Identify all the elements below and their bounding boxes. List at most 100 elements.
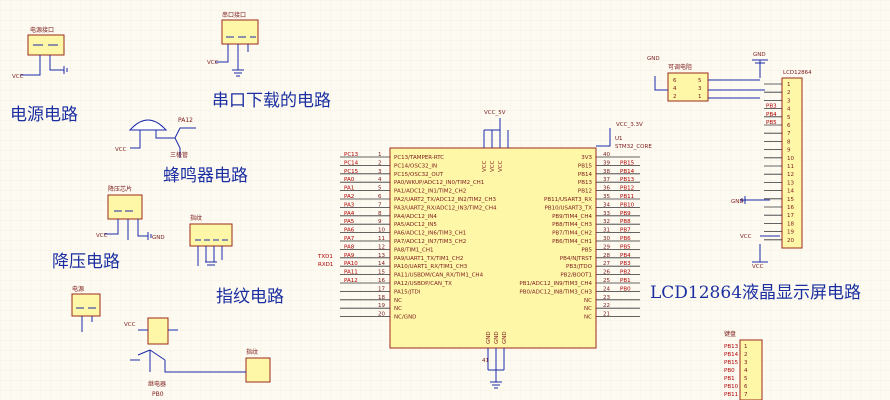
mcu-left-pin-num: 16 (378, 278, 385, 284)
keypad-net: PB0 (724, 368, 735, 374)
mcu-left-pin-net: PA6 (344, 228, 355, 234)
mcu-left-pin-net: PA12 (344, 278, 358, 284)
serial-vcc-label: VCC (207, 60, 219, 66)
keypad-net: PB13 (724, 344, 739, 350)
mcu-top-pin-fn: VCC (498, 160, 504, 172)
mcu-bottom-pin-fn: GND (494, 331, 500, 344)
mcu-right-pin-net: PB3 (620, 261, 631, 267)
pot-pin-1: 1 (698, 94, 702, 100)
lcd-circuit-caption: LCD12864液晶显示屏电路 (650, 283, 861, 303)
power-vcc-label: VCC (12, 74, 24, 80)
mcu-right-pin-net: PB8 (620, 219, 631, 225)
mcu-right-pin-fn: PB4/NJTRST (560, 256, 593, 262)
mcu-right-pin-num: 38 (603, 169, 610, 175)
mcu-left-pin-num: 3 (378, 169, 382, 175)
lcd-vcc-label: VCC (740, 234, 752, 240)
mcu-right-pin-fn: PB6/TIM4_CH1 (552, 239, 592, 245)
txd-net: TXD1 (317, 254, 333, 260)
mcu-right-pin-fn: PB7/TIM4_CH2 (552, 231, 592, 237)
mcu-right-pin-num: 36 (603, 186, 610, 192)
mcu-left-pin-fn: PA15/JTDI (394, 289, 421, 295)
lcd-pin-net: PB5 (766, 120, 777, 126)
pot-gnd-label: GND (647, 56, 660, 62)
keypad-label: 键盘 (724, 330, 736, 338)
lcd-gnd-mid: GND (731, 199, 744, 205)
mcu-right-pin-num: 21 (603, 312, 610, 318)
stepdown-connector-body (107, 194, 143, 220)
stepdown-circuit: 降压芯片 VCC GND 降压电路 (52, 185, 165, 272)
mcu-right-pin-fn: PB2/BOOT1 (560, 273, 592, 279)
mcu-right-pin-fn: PB14 (578, 172, 593, 178)
lcd-pin-num: 19 (787, 230, 794, 236)
serial-circuit-caption: 串口下载的电路 (212, 91, 331, 111)
mcu-right-pin-num: 23 (603, 295, 610, 301)
mcu-left-pin-fn: PA12/USBDP/CAN_TX (394, 281, 452, 287)
mcu-left-pin-net: PA10 (344, 261, 358, 267)
mcu-right-pin-num: 34 (603, 202, 610, 208)
mcu-3v3-label: VCC_3.3V (616, 122, 643, 128)
mcu-left-pin-num: 11 (378, 236, 385, 242)
pot-pin-6: 6 (673, 78, 677, 84)
mcu-left-pin-fn: NC/GND (394, 315, 416, 321)
mcu-right-pin-fn: PB12 (578, 189, 592, 195)
power-circuit-caption: 电源电路 (10, 105, 78, 125)
fingerprint-circuit: 指纹 指纹电路 (189, 214, 284, 307)
pot-pin-2: 2 (673, 94, 677, 100)
mcu-top-pin-fn: VCC (490, 160, 496, 172)
buzzer-transistor-label: 三极管 (170, 151, 188, 159)
mcu-right-pin-fn: PB5 (581, 247, 592, 253)
mcu-right-pin-net: PB7 (620, 228, 631, 234)
buzzer-circuit-caption: 蜂鸣器电路 (163, 166, 248, 186)
lcd-pin-num: 10 (787, 156, 794, 162)
mcu-right-pin-num: 26 (603, 270, 610, 276)
mcu-right-pin-num: 37 (603, 177, 610, 183)
mcu-left-pin-net: PA11 (344, 270, 358, 276)
mcu-left-pin-net: PA0 (344, 177, 355, 183)
lcd-pin-num: 12 (787, 172, 794, 178)
mcu-left-pin-fn: PA10/UART1_RX/TIM1_CH3 (394, 264, 468, 270)
mcu-right-pin-net: PB9 (620, 211, 631, 217)
mcu-part: STM32_CORE (615, 144, 652, 150)
stepdown-connector-label: 降压芯片 (108, 185, 132, 193)
power-connector-label: 电源接口 (30, 26, 54, 34)
mcu-body (389, 147, 597, 349)
mcu-left-pin-net: PA8 (344, 244, 355, 250)
lcd-pin-num: 20 (787, 238, 794, 244)
mcu-left-pin-fn: NC (394, 298, 402, 304)
mcu-left-pin-fn: PC15/OSC32_OUT (394, 172, 444, 178)
mcu-right-pin-net: PB6 (620, 236, 631, 242)
mcu-right-pin-net: PB10 (620, 202, 635, 208)
lcd-pin-num: 14 (787, 189, 794, 195)
mcu-left-pin-num: 15 (378, 270, 385, 276)
mcu-left-pin-net: PA2 (344, 194, 354, 200)
mcu-right-pin-fn: PB8/TIM4_CH3 (552, 222, 592, 228)
mcu-left-pin-net: PC13 (344, 152, 359, 158)
keypad-pin-num: 2 (744, 352, 748, 358)
relay-pin: PB0 (152, 391, 164, 398)
fingerprint-connector-body (189, 223, 233, 247)
mcu-left-pin-num: 18 (378, 295, 385, 301)
lcd-pin-net: PB4 (766, 112, 777, 118)
mcu-right-pin-num: 31 (603, 228, 610, 234)
buzzer-transistor-pin: PA12 (178, 117, 193, 124)
mcu-right-pin-num: 33 (603, 211, 610, 217)
pot-pin-4: 4 (673, 86, 677, 92)
lcd-body (781, 77, 803, 249)
mcu-left-pin-fn: PA5/ADC12_IN5 (394, 222, 437, 228)
lcd-pin-num: 13 (787, 180, 794, 186)
mcu-right-pin-num: 29 (603, 244, 610, 250)
mcu-left-pin-num: 8 (378, 211, 382, 217)
mcu-right-pin-num: 25 (603, 278, 610, 284)
mcu-left-pin-fn: PA3/UART2_RX/ADC12_IN3/TIM2_CH4 (394, 205, 497, 211)
lcd-pin-num: 11 (787, 164, 794, 170)
mcu-right-pin-net: PB1 (620, 278, 631, 284)
pot-pin-5: 5 (698, 78, 702, 84)
keypad-pin-num: 4 (744, 368, 748, 374)
mcu-ref: U1 (615, 136, 623, 142)
